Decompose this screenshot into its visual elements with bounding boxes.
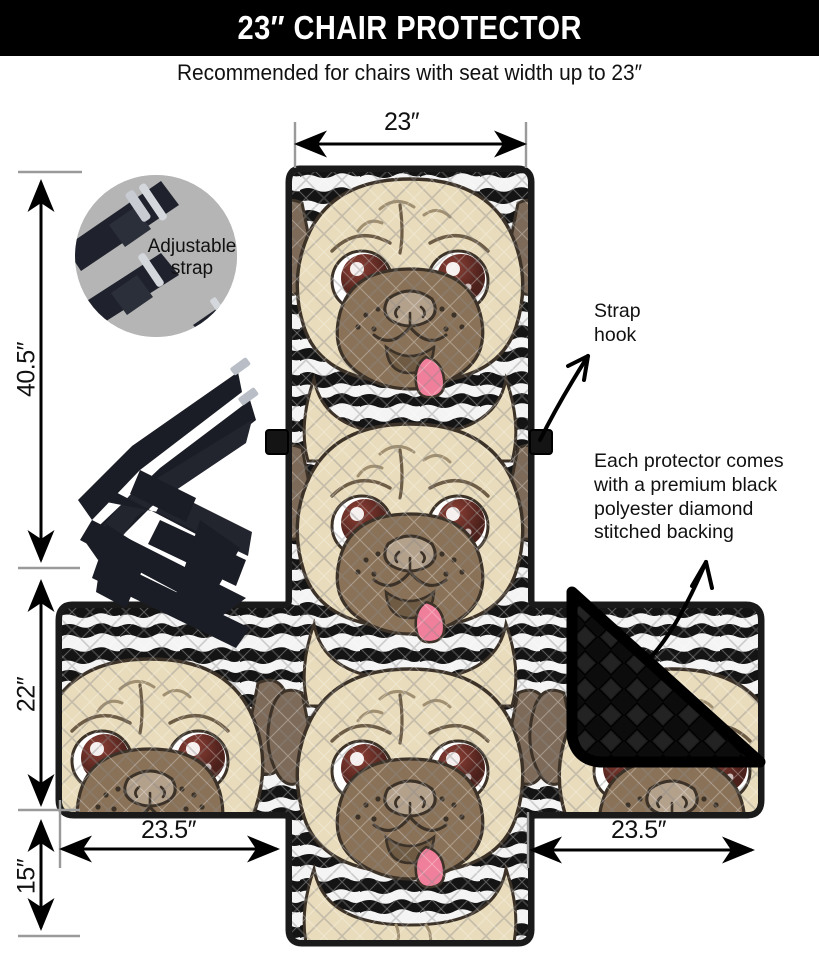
- adjustable-strap-inset: [75, 175, 237, 337]
- callout-strap-hook: Strap hook: [594, 300, 641, 348]
- loose-straps: [78, 357, 259, 648]
- header-subtitle: Recommended for chairs with seat width u…: [176, 60, 643, 85]
- callout-backing-line1: Each protector comes: [594, 450, 784, 472]
- strap-hook-left: [265, 429, 289, 455]
- page-title: 23″ CHAIR PROTECTOR: [237, 9, 582, 46]
- extension-ticks: [18, 122, 530, 938]
- callout-backing-line2: with a premium black: [594, 473, 778, 496]
- callout-backing: Each protector comes with a premium blac…: [594, 450, 809, 545]
- pointer-strap-hook: [538, 354, 590, 442]
- dimension-label-top-width: 23″: [384, 108, 420, 136]
- callout-backing-line4: stitched backing: [594, 521, 734, 544]
- dimension-label-right-wing: 23.5″: [611, 816, 667, 844]
- callout-strap-hook-line2: hook: [594, 323, 637, 346]
- backing-flap: [566, 586, 766, 768]
- dimension-label-left-wing: 23.5″: [141, 816, 197, 844]
- strap-hook-right: [529, 429, 553, 455]
- adjustable-strap-label-line1: Adjustable: [147, 236, 237, 257]
- adjustable-strap-label-line2: strap: [170, 257, 214, 279]
- callout-strap-hook-line1: Strap: [594, 300, 641, 322]
- adjustable-strap-label: Adjustable strap: [138, 236, 246, 280]
- callout-backing-line3: polyester diamond: [594, 497, 754, 520]
- header-bar: 23″ CHAIR PROTECTOR: [0, 0, 819, 56]
